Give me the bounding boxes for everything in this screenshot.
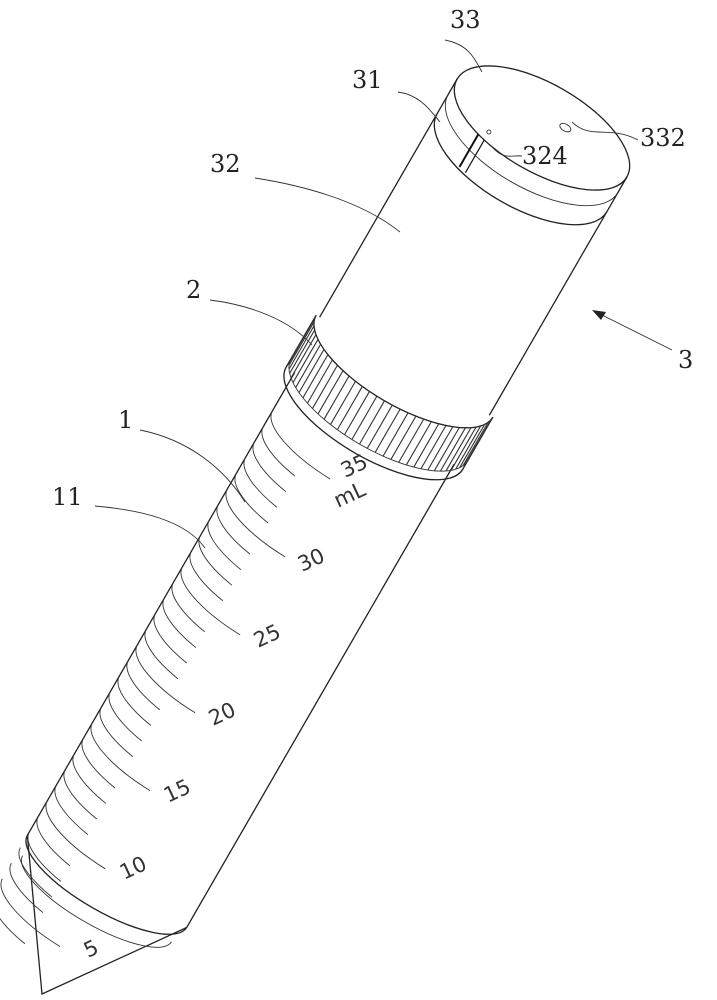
knurl-rib (459, 424, 486, 468)
minor-graduation-mark (63, 769, 98, 820)
major-graduation-mark (225, 488, 286, 558)
minor-graduation-mark (198, 535, 233, 586)
knurl-rib (390, 415, 417, 460)
minor-graduation-mark (108, 691, 143, 742)
minor-graduation-mark (117, 675, 152, 726)
minor-graduation-mark (261, 426, 296, 477)
knurl-rib (455, 425, 482, 470)
grad-label-25: 25 (250, 619, 284, 652)
major-graduation-mark (180, 566, 241, 636)
callout-332: 332 (640, 124, 686, 152)
knurl-rib (295, 343, 322, 388)
grad-label-5: 5 (80, 935, 102, 962)
grad-label-35: 35 (337, 449, 371, 482)
graduation-labels: 35 mL 30 25 20 15 10 5 (80, 449, 371, 962)
callouts: 33 31 332 324 32 2 3 1 11 (52, 6, 693, 549)
tube-body (20, 371, 455, 995)
cap-body (319, 113, 608, 416)
minor-graduation-mark (216, 504, 251, 555)
minor-graduation-mark (27, 831, 62, 882)
knurl-rib (427, 426, 454, 471)
knurl-rib (382, 412, 409, 457)
knurl-rib (439, 427, 466, 472)
notch-324 (458, 133, 480, 168)
knurl-rib (366, 404, 393, 449)
graduation-marks (0, 410, 331, 948)
knurl-rib (306, 359, 333, 404)
minor-graduation-mark (234, 473, 269, 524)
knurled-ring (283, 314, 494, 481)
knurl-rib (405, 421, 432, 466)
knurl-rib (289, 318, 316, 362)
knurl-rib (323, 375, 350, 420)
callout-11: 11 (52, 483, 83, 511)
knurl-rib (288, 325, 315, 370)
knurl-rib (433, 427, 460, 472)
callout-1: 1 (118, 406, 133, 434)
grad-unit-ml: mL (330, 477, 370, 512)
callout-324: 324 (522, 142, 568, 170)
knurl-rib (351, 395, 378, 440)
grad-label-15: 15 (160, 774, 194, 807)
callout-33: 33 (450, 6, 481, 34)
minor-graduation-mark (9, 862, 44, 913)
minor-graduation-mark (207, 519, 242, 570)
knurl-rib (298, 349, 325, 393)
knurl-rib (302, 354, 329, 399)
knurl-rib (288, 321, 315, 366)
callout-32: 32 (210, 150, 241, 178)
knurl-rib (330, 380, 356, 425)
major-graduation-mark (90, 722, 151, 792)
grad-label-10: 10 (116, 851, 150, 884)
minor-graduation-mark (153, 613, 188, 664)
minor-graduation-mark (18, 847, 53, 898)
minor-graduation-mark (144, 629, 179, 680)
major-graduation-mark (270, 410, 331, 480)
callout-2: 2 (186, 276, 201, 304)
knurl-rib (343, 391, 370, 435)
knurl-rib (462, 422, 489, 466)
minor-graduation-mark (171, 582, 206, 633)
knurl-rib (450, 426, 477, 471)
knurl-rib (311, 365, 338, 409)
minor-graduation-mark (81, 738, 116, 789)
grad-label-30: 30 (294, 543, 328, 576)
minor-graduation-mark (72, 753, 107, 804)
vent-hole-332 (559, 122, 572, 133)
knurl-rib (467, 416, 494, 461)
minor-graduation-mark (54, 784, 89, 835)
callout-31: 31 (352, 66, 383, 94)
knurl-rib (359, 400, 385, 445)
knurl-rib (292, 339, 319, 383)
minor-graduation-mark (243, 457, 278, 508)
minor-graduation-mark (99, 707, 134, 758)
major-graduation-mark (135, 644, 196, 714)
cap-top (433, 65, 631, 226)
knurl-rib (336, 386, 363, 430)
minor-graduation-mark (189, 551, 224, 602)
minor-graduation-mark (36, 816, 71, 867)
knurl-rib (445, 427, 472, 472)
knurl-rib (374, 408, 401, 453)
major-graduation-mark (45, 800, 106, 870)
knurl-rib (289, 329, 316, 374)
callout-3: 3 (678, 346, 693, 374)
knurl-rib (413, 423, 440, 468)
knurl-rib (317, 370, 344, 415)
minor-graduation-mark (252, 442, 287, 493)
minor-graduation-mark (0, 894, 26, 945)
knurl-rib (398, 418, 425, 463)
major-graduation-mark (0, 878, 61, 948)
knurl-rib (420, 425, 447, 470)
grad-label-20: 20 (205, 697, 239, 730)
minor-graduation-mark (126, 660, 161, 711)
minor-graduation-mark (162, 597, 197, 648)
tube-assembly (0, 65, 631, 995)
knurl-rib (290, 334, 317, 379)
arrow-3 (597, 312, 673, 351)
